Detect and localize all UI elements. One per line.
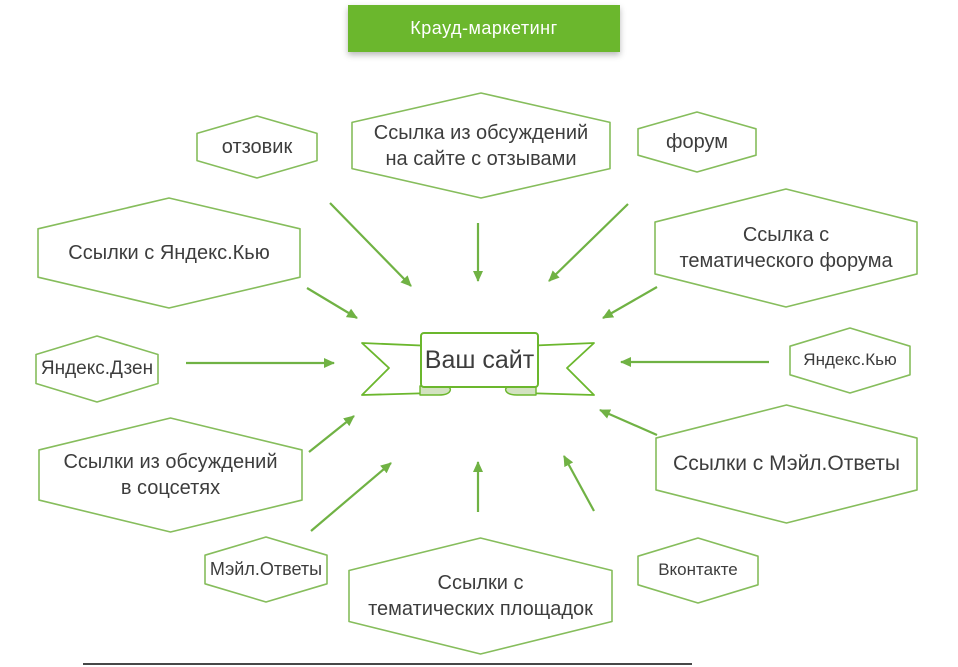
ribbon-banner bbox=[420, 332, 539, 388]
hexagon-shape bbox=[35, 335, 159, 403]
node-label-mail-answers: Мэйл.Ответы bbox=[209, 558, 323, 579]
node-links-yandex-q: Ссылки с Яндекс.Кью bbox=[37, 197, 301, 309]
node-label-vkontakte: Вконтакте bbox=[658, 560, 738, 580]
node-label-yandex-q: Яндекс.Кью bbox=[803, 350, 897, 370]
arrow-mail-answers bbox=[310, 462, 392, 532]
node-yandex-dzen: Яндекс.Дзен bbox=[35, 335, 159, 403]
node-yandex-q: Яндекс.Кью bbox=[789, 327, 911, 394]
node-label-links-mail-answers: Ссылки с Мэйл.Ответы bbox=[673, 452, 900, 476]
node-mail-answers: Мэйл.Ответы bbox=[204, 536, 328, 603]
node-label-links-yandex-q: Ссылки с Яндекс.Кью bbox=[68, 242, 270, 264]
hexagon-shape bbox=[204, 536, 328, 603]
node-thematic-platforms: Ссылки с тематических площадок bbox=[348, 537, 613, 655]
hexagon-shape bbox=[196, 115, 318, 179]
hexagon-shape bbox=[637, 537, 759, 604]
hexagon-shape bbox=[348, 537, 613, 655]
center-ribbon: Ваш сайт bbox=[358, 330, 598, 405]
node-label-yandex-dzen: Яндекс.Дзен bbox=[40, 357, 154, 379]
footer-edge-line bbox=[83, 663, 692, 665]
hexagon-shape bbox=[351, 92, 611, 199]
arrow-forum bbox=[548, 203, 629, 282]
hexagon-shape bbox=[37, 197, 301, 309]
diagram-title-label: Крауд-маркетинг bbox=[410, 18, 558, 38]
node-vkontakte: Вконтакте bbox=[637, 537, 759, 604]
diagram-title-banner: Крауд-маркетинг bbox=[348, 5, 620, 52]
node-label-social-discussions: Ссылки из обсуждений в соцсетях bbox=[63, 451, 278, 499]
hexagon-shape bbox=[637, 111, 757, 173]
node-label-reviews-site: Ссылка из обсуждений на сайте с отзывами bbox=[373, 121, 589, 170]
node-reviews-site: Ссылка из обсуждений на сайте с отзывами bbox=[351, 92, 611, 199]
hexagon-shape bbox=[38, 417, 303, 533]
hexagon-shape bbox=[654, 188, 918, 308]
node-otzovik: отзовик bbox=[196, 115, 318, 179]
arrow-links-mail-answers bbox=[599, 408, 658, 437]
hexagon-shape bbox=[655, 404, 918, 524]
node-label-otzovik: отзовик bbox=[221, 136, 293, 158]
node-thematic-forum: Ссылка с тематического форума bbox=[654, 188, 918, 308]
node-social-discussions: Ссылки из обсуждений в соцсетях bbox=[38, 417, 303, 533]
center-ribbon-label: Ваш сайт bbox=[424, 345, 535, 374]
node-label-thematic-forum: Ссылка с тематического форума bbox=[679, 224, 893, 272]
arrow-links-yandex-q bbox=[306, 287, 358, 319]
node-forum: форум bbox=[637, 111, 757, 173]
arrow-otzovik bbox=[329, 202, 412, 287]
arrow-social-discussions bbox=[308, 415, 355, 453]
arrow-vkontakte bbox=[563, 455, 595, 512]
node-label-thematic-platforms: Ссылки с тематических площадок bbox=[368, 572, 593, 620]
node-links-mail-answers: Ссылки с Мэйл.Ответы bbox=[655, 404, 918, 524]
hexagon-shape bbox=[789, 327, 911, 394]
node-label-forum: форум bbox=[665, 131, 728, 153]
ribbon-shape bbox=[361, 332, 595, 396]
arrow-thematic-forum bbox=[602, 286, 658, 319]
